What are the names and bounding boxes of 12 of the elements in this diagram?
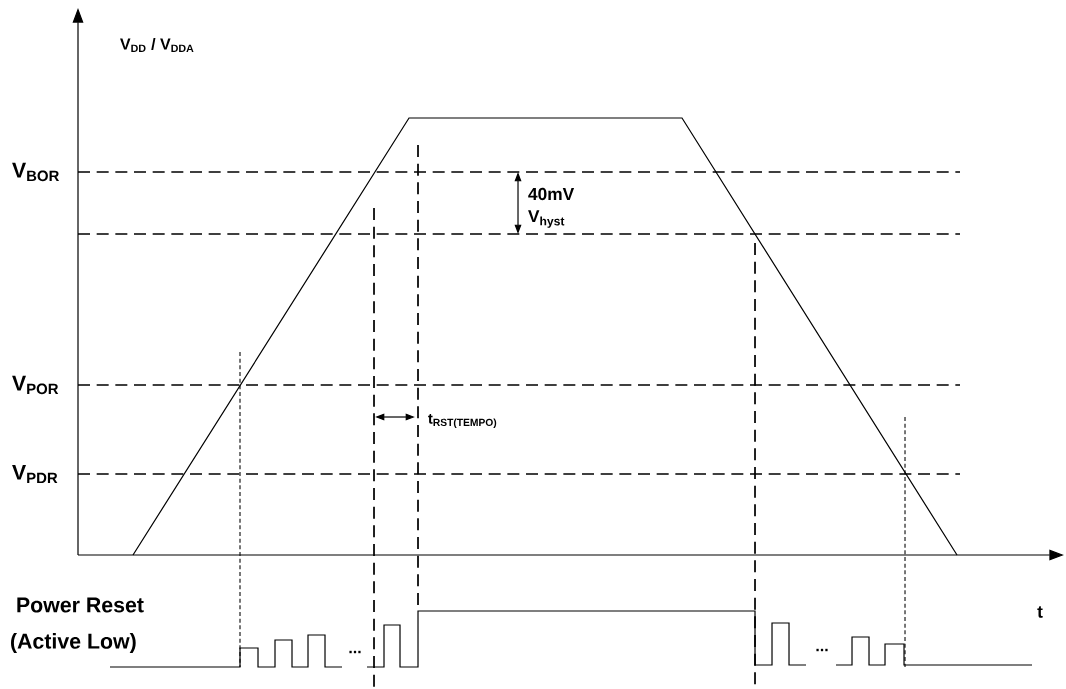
signal-label: Power Reset bbox=[17, 597, 144, 613]
axis-label: V$_{DD}$ / V$_{DDA}$ bbox=[120, 38, 194, 52]
ellipsis: ... bbox=[349, 650, 361, 654]
signal-label: (Active Low) bbox=[11, 633, 136, 653]
dimension-label: 40mV bbox=[528, 187, 575, 201]
threshold-label: V$_{POR}$ bbox=[12, 375, 59, 395]
threshold-label: V$_{PDR}$ bbox=[12, 464, 58, 484]
axis-label: t bbox=[1037, 606, 1043, 618]
ellipsis: ... bbox=[816, 648, 828, 652]
threshold-label: V$_{BOR}$ bbox=[12, 162, 60, 182]
dimension-label: t$_{RST(TEMPO)}$ bbox=[428, 413, 497, 429]
dimension-label: V$_{hyst}$ bbox=[528, 210, 565, 228]
